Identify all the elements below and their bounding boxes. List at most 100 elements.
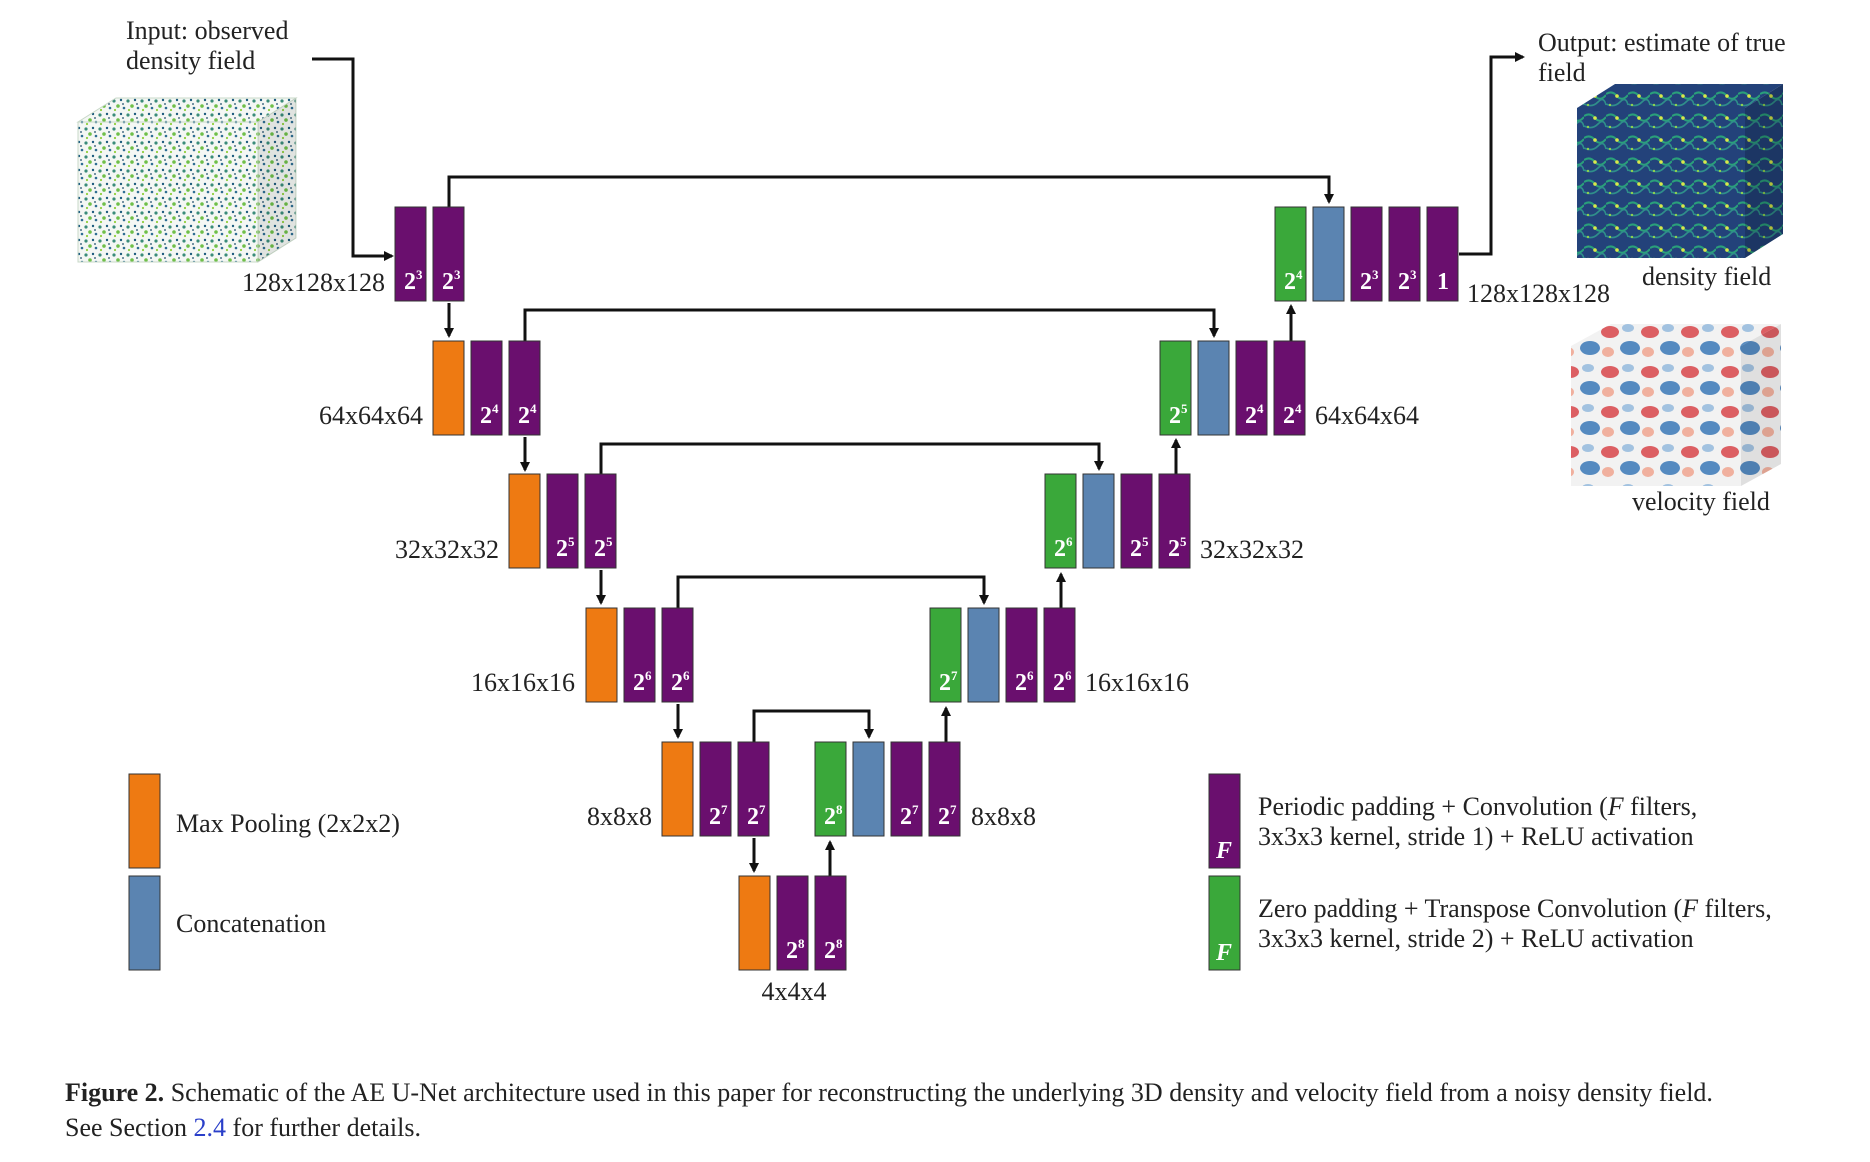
res-label-dec3: 32x32x32 <box>1200 535 1304 564</box>
dec3-conv-block-3 <box>1120 473 1153 569</box>
bottom-conv-block-3 <box>814 875 847 971</box>
res-label-dec4: 16x16x16 <box>1085 668 1189 697</box>
bottom-filter-label-1: 28 <box>786 936 805 964</box>
enc5-conv-block-3 <box>737 741 770 837</box>
velocity-field-label: velocity field <box>1632 487 1770 516</box>
level-arrows <box>444 303 1296 876</box>
bottom-pool-block-1 <box>738 875 771 971</box>
enc3-filter-label-2: 25 <box>594 534 613 562</box>
dec1-filter-label-1: 24 <box>1284 267 1303 295</box>
legend-tconv-symbol: F <box>1215 940 1232 966</box>
res-label-dec1: 128x128x128 <box>1467 279 1610 308</box>
enc2-pool-block-1 <box>432 340 465 436</box>
res-label-enc2: 64x64x64 <box>319 401 423 430</box>
enc2-filter-label-1: 24 <box>480 401 499 429</box>
res-label-bottom: 4x4x4 <box>762 977 827 1006</box>
skip-connection-3 <box>599 442 1104 474</box>
dec1-filter-label-2: 23 <box>1360 267 1379 295</box>
skip-connection-5 <box>752 709 874 742</box>
dec5-concat-block-2 <box>852 741 885 837</box>
legend-pool-label: Max Pooling (2x2x2) <box>176 809 400 838</box>
res-label-enc3: 32x32x32 <box>395 535 499 564</box>
caption-text-line1: Schematic of the AE U-Net architecture u… <box>164 1078 1713 1107</box>
dec1-conv-block-4 <box>1388 206 1421 302</box>
enc4-filter-label-2: 26 <box>671 668 690 696</box>
enc4-conv-block-2 <box>623 607 656 703</box>
enc4-pool-block-1 <box>585 607 618 703</box>
dec2-concat-block-2 <box>1197 340 1230 436</box>
res-label-enc5: 8x8x8 <box>587 802 652 831</box>
input-label-line2: density field <box>126 46 255 75</box>
enc5-filter-label-1: 27 <box>709 802 728 830</box>
dec5-filter-label-1: 28 <box>824 802 843 830</box>
dec4-conv-block-4 <box>1043 607 1076 703</box>
figure-caption: Figure 2. Schematic of the AE U-Net arch… <box>65 1075 1855 1145</box>
enc3-filter-label-1: 25 <box>556 534 575 562</box>
enc4-conv-block-3 <box>661 607 694 703</box>
dec5-tconv-block-1 <box>814 741 847 837</box>
res-label-enc1: 128x128x128 <box>242 268 385 297</box>
caption-section-link[interactable]: 2.4 <box>193 1113 227 1142</box>
bottom-conv-block-2 <box>776 875 809 971</box>
enc2-filter-label-2: 24 <box>518 401 537 429</box>
skip-connection-4 <box>676 575 989 608</box>
res-label-dec5: 8x8x8 <box>971 802 1036 831</box>
legend-conv-line1: Periodic padding + Convolution (F filter… <box>1258 792 1697 821</box>
enc3-conv-block-3 <box>584 473 617 569</box>
legend: Max Pooling (2x2x2) Concatenation F Peri… <box>128 773 1772 971</box>
enc2-conv-block-3 <box>508 340 541 436</box>
io-arrows <box>312 52 1525 261</box>
dec2-tconv-block-1 <box>1159 340 1192 436</box>
dec5-filter-label-2: 27 <box>900 802 919 830</box>
output-velocity-cube-image <box>1571 324 1781 486</box>
legend-conv-symbol: F <box>1215 838 1232 864</box>
dec1-tconv-block-1 <box>1274 206 1307 302</box>
caption-text-before-ref: See Section <box>65 1113 194 1142</box>
dec4-tconv-block-1 <box>929 607 962 703</box>
enc5-pool-block-1 <box>661 741 694 837</box>
dec3-tconv-block-1 <box>1044 473 1077 569</box>
dec1-conv-block-5 <box>1426 206 1459 302</box>
dec2-filter-label-1: 25 <box>1169 401 1188 429</box>
density-field-label: density field <box>1642 262 1771 291</box>
enc1-filter-label-1: 23 <box>404 267 423 295</box>
dec3-filter-label-3: 25 <box>1168 534 1187 562</box>
input-cube-image <box>76 97 298 263</box>
dec4-concat-block-2 <box>967 607 1000 703</box>
res-label-dec2: 64x64x64 <box>1315 401 1419 430</box>
input-arrow <box>312 57 394 261</box>
enc1-conv-block-2 <box>432 206 465 302</box>
enc2-conv-block-2 <box>470 340 503 436</box>
dec5-conv-block-4 <box>928 741 961 837</box>
legend-tconv-swatch <box>1208 875 1241 971</box>
dec2-conv-block-4 <box>1273 340 1306 436</box>
caption-text-after-ref: for further details. <box>226 1113 421 1142</box>
output-label-line1: Output: estimate of true <box>1538 28 1786 57</box>
enc3-conv-block-2 <box>546 473 579 569</box>
dec2-conv-block-3 <box>1235 340 1268 436</box>
legend-conv-swatch <box>1208 773 1241 869</box>
dec1-filter-label-4: 1 <box>1437 269 1449 295</box>
dec3-conv-block-4 <box>1158 473 1191 569</box>
output-density-cube-image <box>1577 84 1783 258</box>
skip-connection-1 <box>447 175 1334 207</box>
dec1-concat-block-2 <box>1312 206 1345 302</box>
legend-conv-line2: 3x3x3 kernel, stride 1) + ReLU activatio… <box>1258 822 1694 851</box>
enc1-filter-label-2: 23 <box>442 267 461 295</box>
dec4-filter-label-2: 26 <box>1015 668 1034 696</box>
legend-tconv-line2: 3x3x3 kernel, stride 2) + ReLU activatio… <box>1258 924 1694 953</box>
legend-concat-swatch <box>128 875 161 971</box>
dec1-filter-label-3: 23 <box>1398 267 1417 295</box>
enc3-pool-block-1 <box>508 473 541 569</box>
caption-figure-number: Figure 2. <box>65 1078 165 1107</box>
output-label-line2: field <box>1538 58 1586 87</box>
dec5-conv-block-3 <box>890 741 923 837</box>
input-label-line1: Input: observed <box>126 16 288 45</box>
dec4-conv-block-3 <box>1005 607 1038 703</box>
dec3-filter-label-1: 26 <box>1054 534 1073 562</box>
bottom-filter-label-2: 28 <box>824 936 843 964</box>
dec3-concat-block-2 <box>1082 473 1115 569</box>
enc1-conv-block-1 <box>394 206 427 302</box>
